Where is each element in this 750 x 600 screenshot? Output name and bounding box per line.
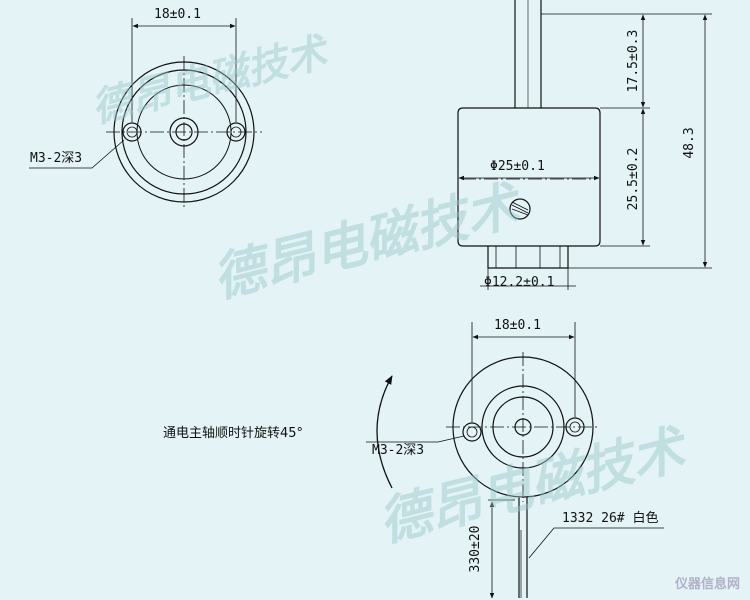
bottom-view-hole-note: M3-2深3 xyxy=(372,443,425,458)
site-watermark: 仪器信息网 xyxy=(674,577,740,592)
side-view xyxy=(457,0,712,290)
lead-spec-label: 1332 26# 白色 xyxy=(562,511,659,526)
boss-diameter-label: Φ12.2±0.1 xyxy=(484,275,555,290)
side-view-set-screw xyxy=(509,198,531,220)
side-view-body xyxy=(457,107,601,247)
body-length-label: 25.5±0.2 xyxy=(626,147,641,211)
top-end-view xyxy=(29,18,262,208)
side-view-bottom-boss xyxy=(487,246,569,269)
end-view-hole-leader xyxy=(29,139,125,169)
total-length-label: 48.3 xyxy=(682,127,697,159)
rotation-note: 通电主轴顺时针旋转45° xyxy=(163,426,304,441)
rotation-arrow xyxy=(376,375,393,489)
end-view-width-label: 18±0.1 xyxy=(154,7,201,22)
lead-length-label: 330±20 xyxy=(468,525,483,573)
bottom-view-hole-leader xyxy=(366,435,465,443)
shaft-length-label: 17.5±0.3 xyxy=(626,29,641,93)
lead-spec-leader xyxy=(528,527,664,559)
bottom-view-width-label: 18±0.1 xyxy=(494,318,541,333)
bottom-view-mount-hole-left xyxy=(462,422,482,442)
body-diameter-label: Φ25±0.1 xyxy=(490,159,545,174)
end-view-hole-note: M3-2深3 xyxy=(30,151,83,166)
bottom-view xyxy=(366,322,664,599)
